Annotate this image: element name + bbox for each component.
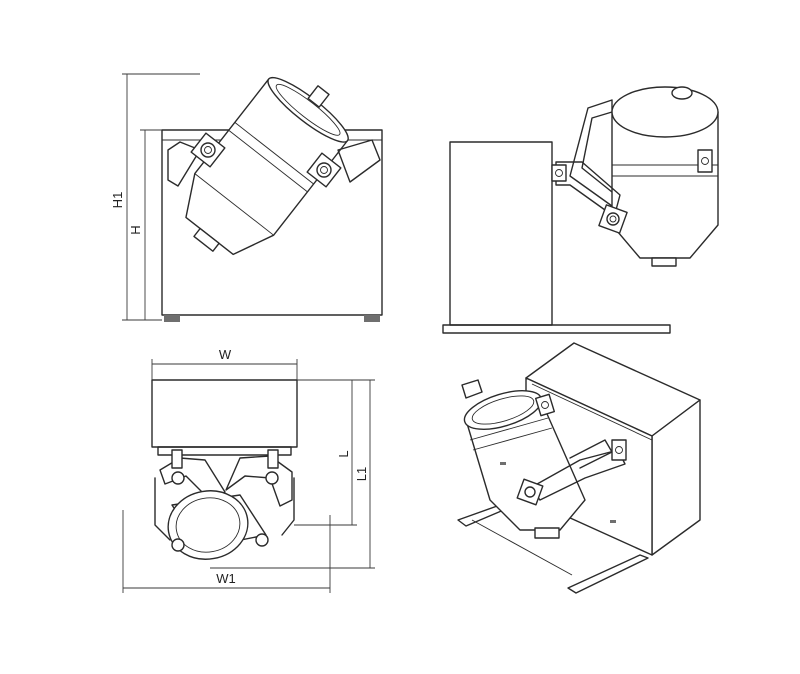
front-view-drum <box>185 76 349 256</box>
top-view-joints <box>171 449 279 485</box>
dimension-w: W <box>151 347 298 380</box>
iso-joint-right <box>611 439 627 461</box>
front-view-foot-right <box>364 315 380 322</box>
dimension-w1-label: W1 <box>216 571 236 586</box>
side-view-joint-right <box>697 149 713 173</box>
iso-rail-right <box>567 554 649 594</box>
dimension-w-label: W <box>219 347 232 362</box>
side-view-base <box>442 324 671 334</box>
front-view-yoke-right <box>337 139 381 183</box>
iso-joint-upper <box>534 393 556 417</box>
front-view: H1 H <box>110 73 383 322</box>
dimension-h: H <box>128 129 162 320</box>
iso-drum <box>461 379 621 539</box>
dimension-l1-label: L1 <box>354 467 369 481</box>
side-view-joint-left <box>551 164 567 182</box>
top-view-yoke-right <box>225 455 293 507</box>
front-view-joint-right <box>306 152 342 188</box>
front-view-joint-left <box>190 132 226 168</box>
dimension-l1: L1 <box>210 379 375 569</box>
side-view-joint-lower <box>598 204 628 234</box>
front-view-foot-left <box>164 315 180 322</box>
dimension-w1: W1 <box>122 510 331 593</box>
isometric-view <box>457 342 701 594</box>
dimension-l: L <box>294 379 357 526</box>
dimension-h1: H1 <box>110 73 200 321</box>
dimension-h1-label: H1 <box>110 192 125 209</box>
side-view <box>442 86 719 334</box>
side-view-drum <box>611 86 719 267</box>
top-view-drum <box>167 490 269 560</box>
dimension-h-label: H <box>128 225 143 234</box>
iso-yoke-arm <box>529 449 626 501</box>
dimension-l-label: L <box>336 450 351 457</box>
top-view: W L L1 W1 <box>122 347 375 593</box>
iso-joint-lower <box>516 478 544 506</box>
top-view-cabinet <box>151 379 298 448</box>
front-view-yoke-left <box>167 141 201 187</box>
side-view-cabinet <box>449 141 553 326</box>
